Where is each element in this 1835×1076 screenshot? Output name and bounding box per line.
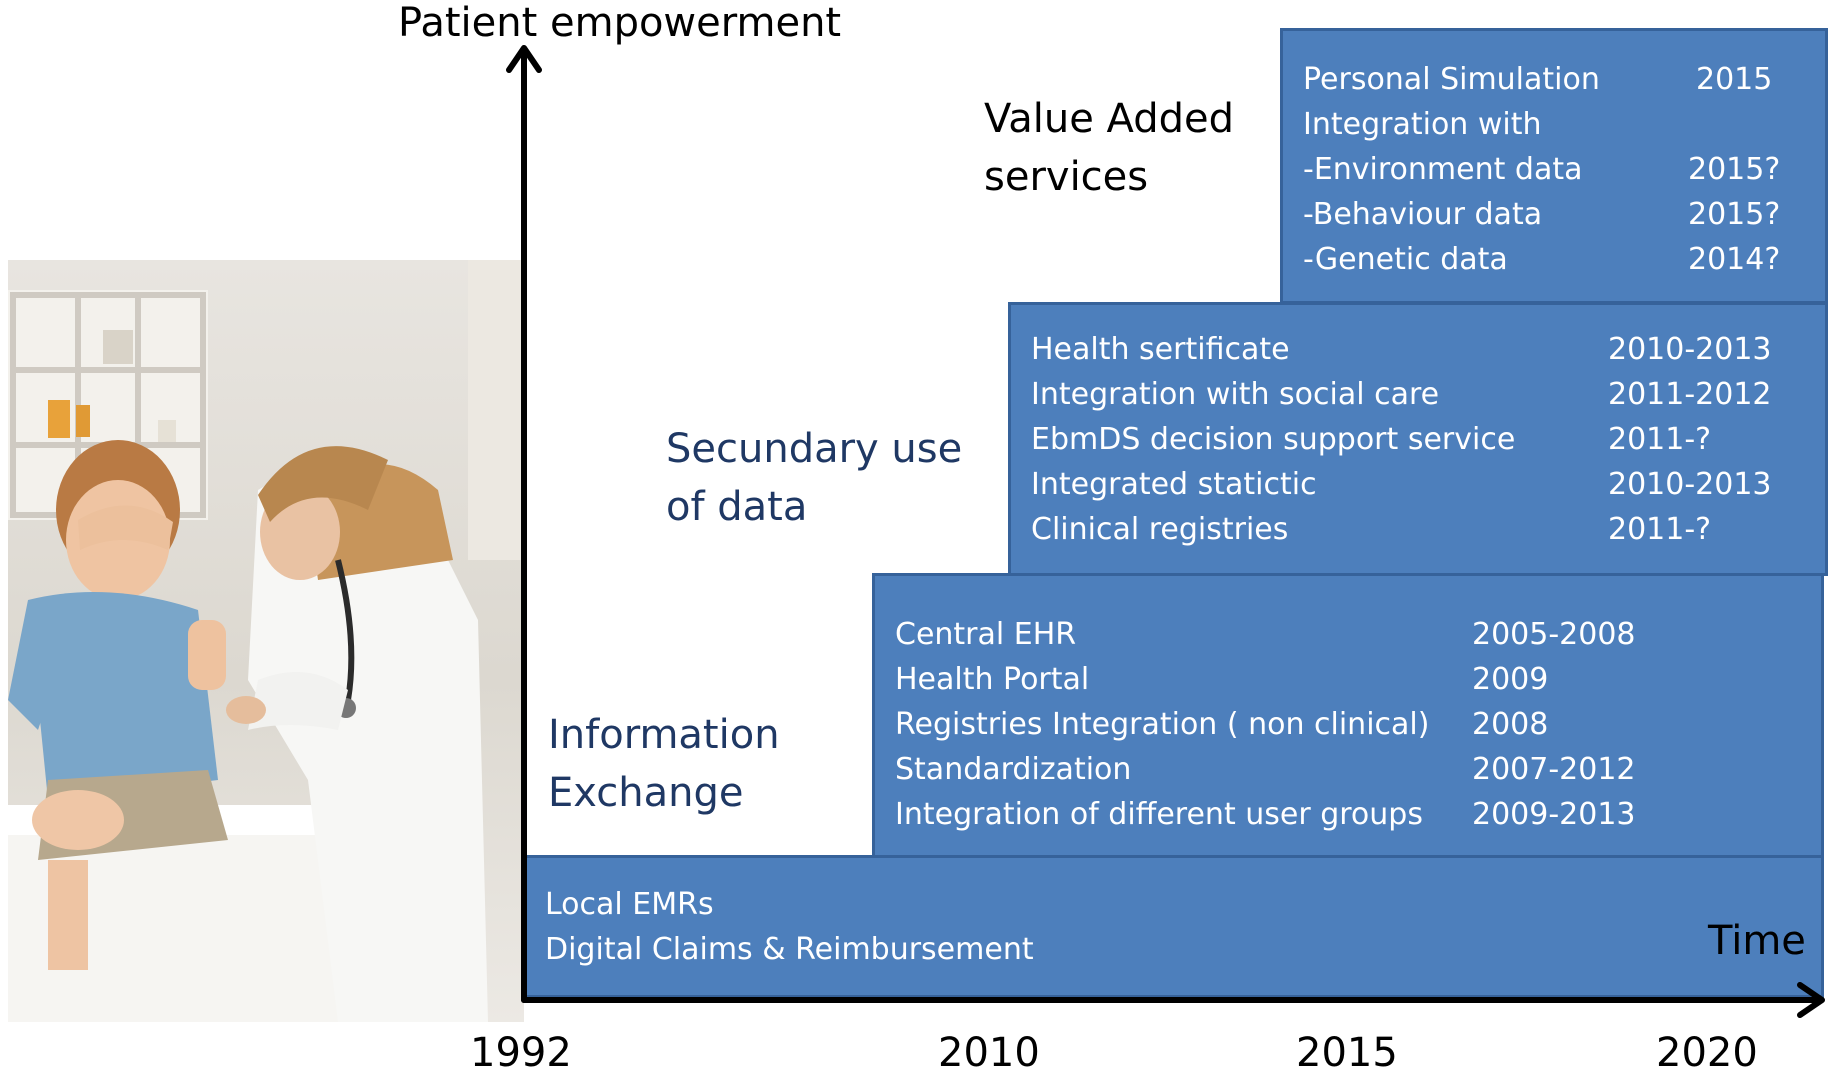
row-label: Local EMRs	[545, 887, 714, 922]
x-tick-label: 1992	[470, 1030, 572, 1076]
row-year: 2011-?	[1608, 422, 1712, 457]
y-axis-label: Patient empowerment	[398, 0, 842, 46]
row-label: Integration with social care	[1031, 377, 1440, 412]
row-label: -Behaviour data	[1303, 197, 1543, 232]
row-year: 2010-2013	[1608, 332, 1772, 367]
stage-label-secondary-use: Secundary use of data	[666, 420, 962, 536]
local-systems-box: Local EMRs Digital Claims & Reimbursemen…	[524, 855, 1824, 998]
row-year: 2009	[1472, 662, 1549, 697]
stage-line: services	[984, 154, 1149, 200]
stage-line: Value Added	[984, 96, 1234, 142]
x-tick-label: 2010	[938, 1030, 1040, 1076]
row-year: 2015?	[1688, 152, 1781, 187]
row-label: Integrated statictic	[1031, 467, 1317, 502]
stage-line: Exchange	[548, 770, 744, 816]
stage-line: of data	[666, 484, 808, 530]
row-label: -Genetic data	[1303, 242, 1508, 277]
row-label: Registries Integration ( non clinical)	[895, 707, 1430, 742]
doctor-child-photo	[8, 260, 524, 1022]
row-year: 2008	[1472, 707, 1549, 742]
row-year: 2015?	[1688, 197, 1781, 232]
value-added-box: Personal Simulation 2015 Integration wit…	[1280, 28, 1828, 304]
row-label: Health Portal	[895, 662, 1090, 697]
row-label: Integration of different user groups	[895, 797, 1423, 832]
row-year: 2011-?	[1608, 512, 1712, 547]
row-label: Clinical registries	[1031, 512, 1289, 547]
row-year: 2007-2012	[1472, 752, 1636, 787]
x-axis-arrowhead	[1797, 982, 1825, 1018]
stage-line: Secundary use	[666, 426, 963, 472]
row-year: 2009-2013	[1472, 797, 1636, 832]
row-year: 2005-2008	[1472, 617, 1636, 652]
row-year: 2011-2012	[1608, 377, 1772, 412]
x-tick-label: 2015	[1296, 1030, 1398, 1076]
row-label: -Environment data	[1303, 152, 1583, 187]
x-axis-label: Time	[1708, 918, 1806, 964]
row-year: 2010-2013	[1608, 467, 1772, 502]
x-tick-label: 2020	[1656, 1030, 1758, 1076]
row-label: Integration with	[1303, 107, 1542, 142]
row-label: Standardization	[895, 752, 1132, 787]
stage-label-information-exchange: Information Exchange	[548, 706, 780, 822]
row-label: Health sertificate	[1031, 332, 1290, 367]
row-year: 2014?	[1688, 242, 1781, 277]
row-label: Central EHR	[895, 617, 1077, 652]
y-axis-arrowhead	[506, 45, 542, 73]
stage-line: Information	[548, 712, 780, 758]
secondary-use-box: Health sertificate 2010-2013 Integration…	[1008, 302, 1828, 576]
row-label: Personal Simulation	[1303, 62, 1600, 97]
stage-label-value-added: Value Added services	[984, 90, 1234, 206]
row-label: Digital Claims & Reimbursement	[545, 932, 1034, 967]
row-label: EbmDS decision support service	[1031, 422, 1516, 457]
row-year: 2015	[1696, 62, 1773, 97]
